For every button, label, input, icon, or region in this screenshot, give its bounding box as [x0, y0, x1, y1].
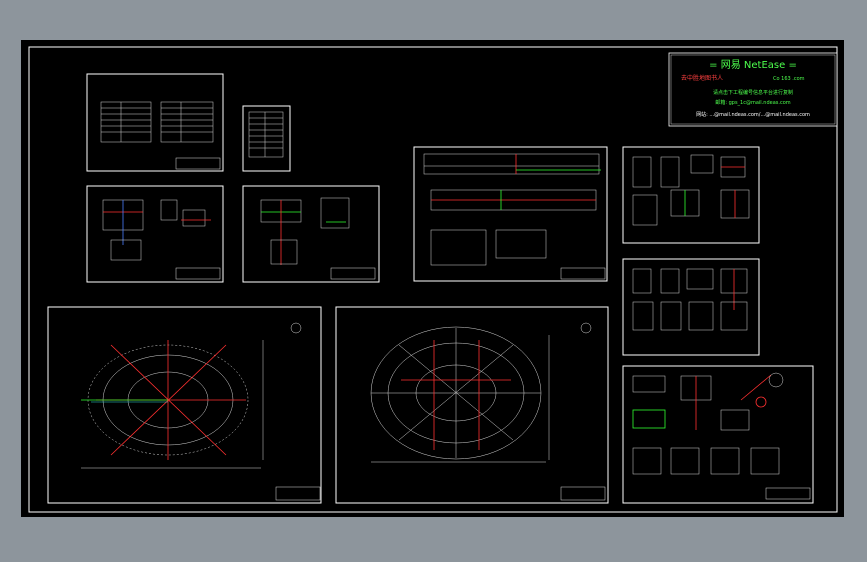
netease-line1-right: Co 163 .com — [773, 76, 805, 82]
netease-title: = 网易 NetEase = — [709, 59, 797, 71]
netease-line3: 邮箱: gps_1c@mail.ndeas.com — [715, 99, 790, 106]
netease-line2: 请点击下工程编号信息平台进行复制 — [713, 89, 793, 96]
netease-line1-left: 去中胜地图书人 — [681, 74, 723, 82]
sheet-detail-right-2 — [622, 258, 760, 356]
netease-line4: 网站: ...@mail.ndeas.com/...@mail.ndeas.co… — [696, 111, 810, 118]
sheet-material-table — [86, 73, 224, 172]
sheet-small-table — [242, 105, 291, 172]
sheet-detail-2 — [242, 185, 380, 283]
sheet-detail-right-1 — [622, 146, 760, 244]
cad-drawing-canvas[interactable]: = 网易 NetEase = 去中胜地图书人 Co 163 .com 请点击下工… — [21, 40, 844, 517]
sheet-plan-view-left — [47, 306, 322, 504]
drawing-frame — [28, 46, 838, 513]
netease-info-box: = 网易 NetEase = 去中胜地图书人 Co 163 .com 请点击下工… — [668, 52, 838, 127]
sheet-section-elevation — [413, 146, 608, 282]
sheet-detail-right-3 — [622, 365, 814, 504]
sheet-plan-view-right — [335, 306, 609, 504]
cad-drawing: = 网易 NetEase = 去中胜地图书人 Co 163 .com 请点击下工… — [28, 46, 838, 513]
sheet-detail-1 — [86, 185, 224, 283]
